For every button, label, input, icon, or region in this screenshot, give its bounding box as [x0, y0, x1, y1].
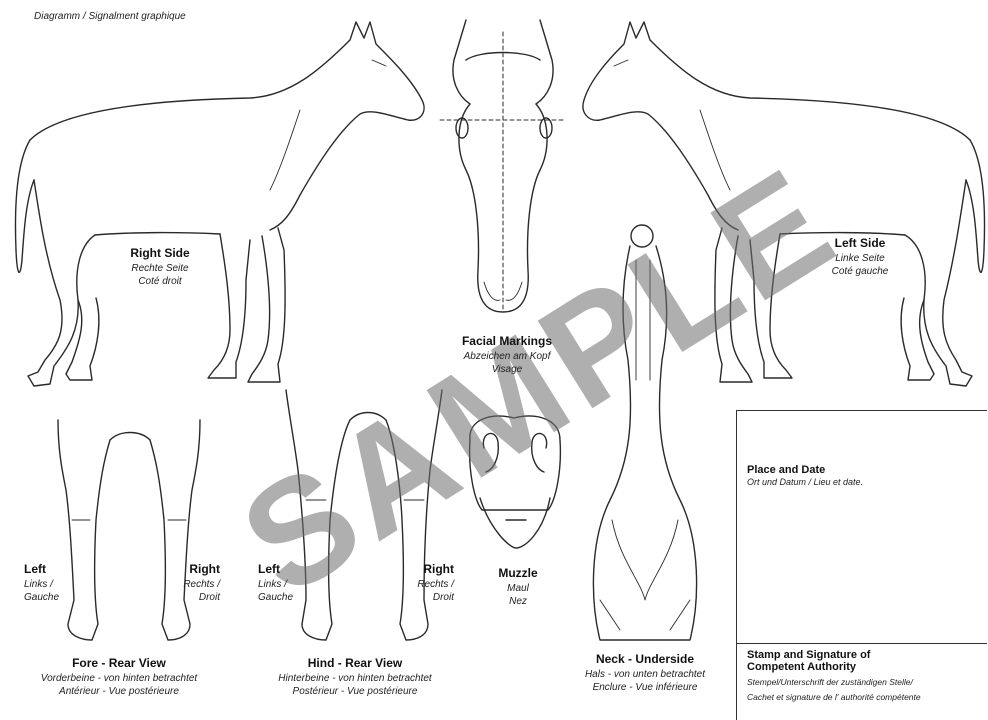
head-front-figure	[440, 20, 566, 312]
fore-right-label: Right Rechts / Droit	[176, 562, 220, 604]
fore-right-de: Rechts /	[176, 578, 220, 591]
fore-legs-figure	[58, 420, 200, 640]
left-side-de: Linke Seite	[810, 252, 910, 265]
muzzle-title: Muzzle	[478, 566, 558, 582]
stamp-de: Stempel/Unterschrift der zuständigen Ste…	[747, 677, 985, 688]
fore-rear-view-de: Vorderbeine - von hinten betrachtet	[14, 672, 224, 685]
muzzle-caption: Muzzle Maul Nez	[478, 566, 558, 608]
facial-markings-de: Abzeichen am Kopf	[452, 350, 562, 363]
hind-rear-view-caption: Hind - Rear View Hinterbeine - von hinte…	[250, 656, 460, 698]
stamp-fr: Cachet et signature de l' authorité comp…	[747, 692, 985, 703]
neck-underside-title: Neck - Underside	[560, 652, 730, 668]
hind-left-fr: Gauche	[258, 591, 293, 604]
neck-underside-de: Hals - von unten betrachtet	[560, 668, 730, 681]
hind-right-title: Right	[406, 562, 454, 578]
facial-markings-fr: Visage	[452, 363, 562, 376]
place-date-section: Place and Date Ort und Datum / Lieu et d…	[747, 463, 863, 489]
hind-rear-view-fr: Postérieur - Vue postérieure	[250, 685, 460, 698]
left-side-fr: Coté gauche	[810, 265, 910, 278]
facial-markings-title: Facial Markings	[452, 334, 562, 350]
place-date-title: Place and Date	[747, 463, 863, 477]
fore-left-fr: Gauche	[24, 591, 59, 604]
right-side-title: Right Side	[110, 246, 210, 262]
horse-left-side-figure	[583, 22, 985, 386]
hind-left-de: Links /	[258, 578, 293, 591]
hind-left-title: Left	[258, 562, 293, 578]
stamp-title-line1: Stamp and Signature of	[747, 649, 985, 661]
stamp-signature-section: Stamp and Signature of Competent Authori…	[747, 649, 985, 703]
place-date-subtitle: Ort und Datum / Lieu et date.	[747, 477, 863, 489]
fore-left-de: Links /	[24, 578, 59, 591]
right-side-de: Rechte Seite	[110, 262, 210, 275]
neck-underside-caption: Neck - Underside Hals - von unten betrac…	[560, 652, 730, 694]
hind-right-fr: Droit	[406, 591, 454, 604]
fore-rear-view-fr: Antérieur - Vue postérieure	[14, 685, 224, 698]
box-divider	[737, 643, 987, 644]
fore-rear-view-caption: Fore - Rear View Vorderbeine - von hinte…	[14, 656, 224, 698]
facial-markings-caption: Facial Markings Abzeichen am Kopf Visage	[452, 334, 562, 376]
fore-right-title: Right	[176, 562, 220, 578]
muzzle-fr: Nez	[478, 595, 558, 608]
hind-left-label: Left Links / Gauche	[258, 562, 293, 604]
neck-underside-figure	[593, 225, 696, 640]
hind-right-de: Rechts /	[406, 578, 454, 591]
hind-rear-view-de: Hinterbeine - von hinten betrachtet	[250, 672, 460, 685]
stamp-title-line2: Competent Authority	[747, 661, 985, 673]
fore-rear-view-title: Fore - Rear View	[14, 656, 224, 672]
authority-box: Place and Date Ort und Datum / Lieu et d…	[736, 410, 987, 720]
hind-rear-view-title: Hind - Rear View	[250, 656, 460, 672]
muzzle-de: Maul	[478, 582, 558, 595]
fore-left-label: Left Links / Gauche	[24, 562, 59, 604]
left-side-title: Left Side	[810, 236, 910, 252]
horse-right-side-figure	[16, 22, 425, 386]
diagram-title: Diagramm / Signalment graphique	[34, 10, 186, 23]
right-side-fr: Coté droit	[110, 275, 210, 288]
fore-left-title: Left	[24, 562, 59, 578]
neck-underside-fr: Enclure - Vue inférieure	[560, 681, 730, 694]
fore-right-fr: Droit	[176, 591, 220, 604]
hind-right-label: Right Rechts / Droit	[406, 562, 454, 604]
left-side-caption: Left Side Linke Seite Coté gauche	[810, 236, 910, 278]
right-side-caption: Right Side Rechte Seite Coté droit	[110, 246, 210, 288]
muzzle-figure	[470, 416, 561, 548]
